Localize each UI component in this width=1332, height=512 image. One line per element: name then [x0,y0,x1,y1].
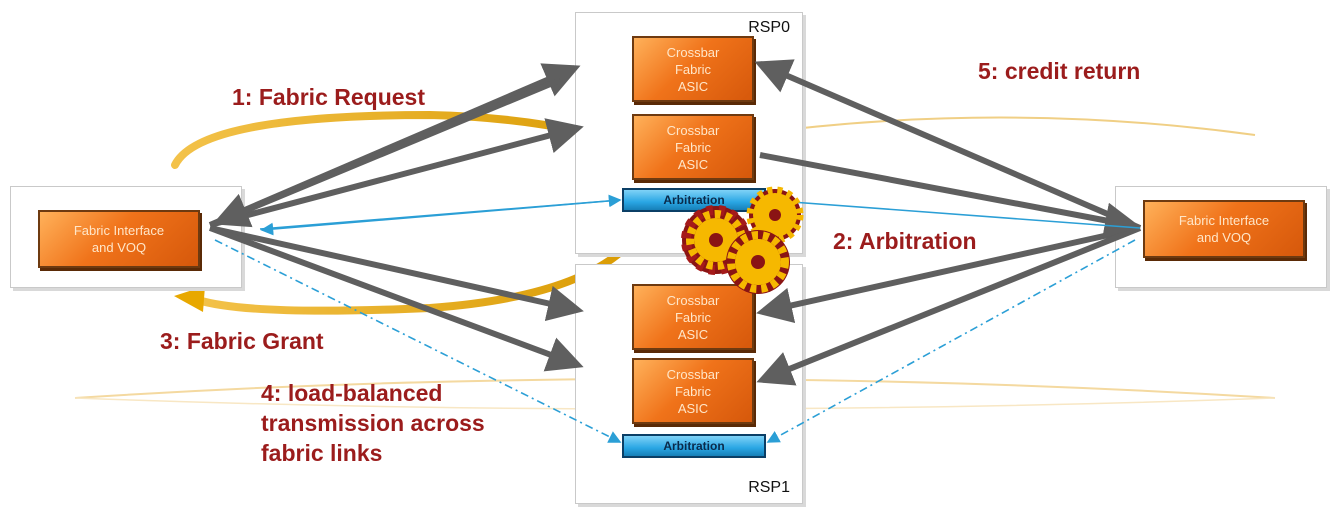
right-to-rsp1-arbitration [766,239,1136,443]
credit-return-ellipse [744,116,1256,136]
arrow-asic1-to-right [759,152,1141,239]
control-arrows [214,194,1141,443]
crossbar-asic-rsp1-bottom: Crossbar Fabric ASIC [632,358,754,424]
arrow-asic0-to-left [212,77,562,228]
fabric-interface-right: Fabric Interface and VOQ [1143,200,1305,258]
arrow-left-to-asic2 [209,225,584,322]
rsp1-label: RSP1 [748,479,790,496]
step-arbitration: 2: Arbitration [833,228,977,254]
crossbar-asic-rsp0-top: Crossbar Fabric ASIC [632,36,754,102]
left-data-arrows [208,63,584,372]
arrow-right-to-asic2 [756,225,1141,324]
fabric-grant-arrowhead [174,286,205,312]
step-fabric-request: 1: Fabric Request [232,84,425,110]
step-credit-return: 5: credit return [978,58,1141,84]
arrow-left-to-asic1 [209,118,584,228]
arrow-right-to-asic0 [754,59,1142,231]
step-load-balanced: 4: load-balanced transmission across fab… [261,380,485,466]
crossbar-asic-rsp0-bottom: Crossbar Fabric ASIC [632,114,754,180]
left-inbound-arrows [212,77,562,228]
step-fabric-grant: 3: Fabric Grant [160,328,324,354]
crossbar-asic-rsp1-top: Crossbar Fabric ASIC [632,284,754,350]
gears-icon [681,186,804,294]
arbitration-rsp0: Arbitration [622,188,766,212]
fabric-interface-left: Fabric Interface and VOQ [38,210,200,268]
arbitration-to-right [764,199,1141,229]
grant-from-arbitration [260,199,621,236]
rsp0-label: RSP0 [748,19,790,36]
arbitration-rsp1: Arbitration [622,434,766,458]
right-data-arrows [754,59,1142,386]
arrow-right-to-asic3 [756,225,1142,386]
left-to-rsp1-arbitration [214,239,622,443]
arrow-left-to-asic3 [208,225,584,372]
